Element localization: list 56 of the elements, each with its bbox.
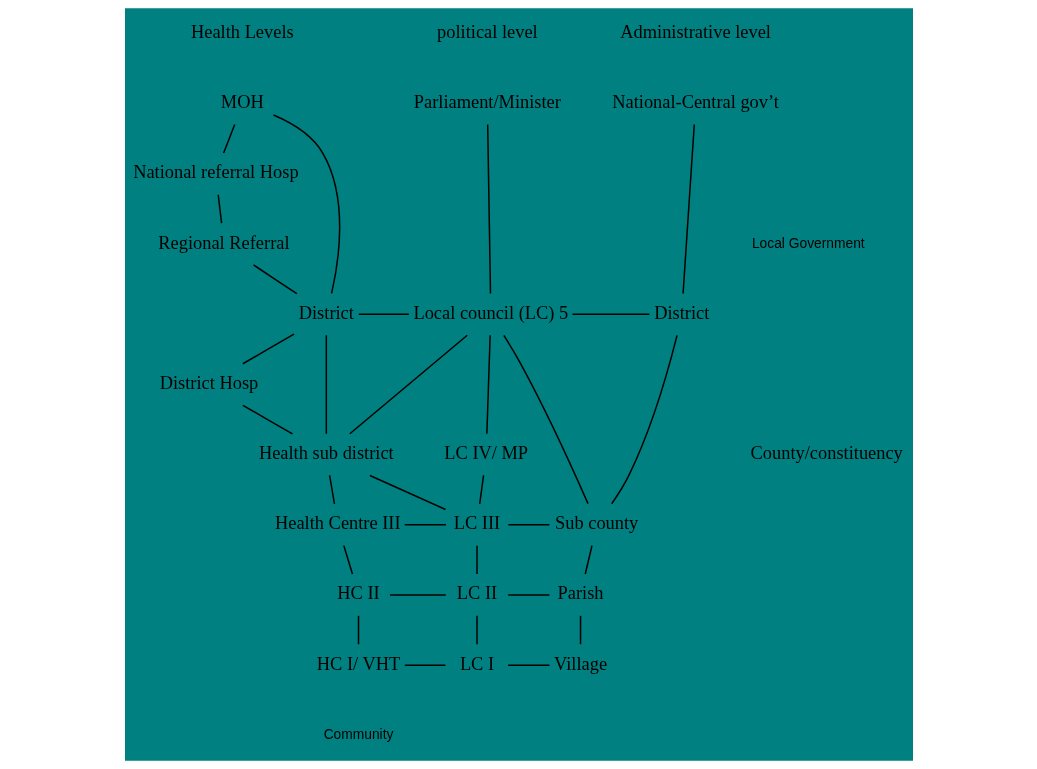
connector — [506, 594, 550, 596]
label: Community — [323, 726, 393, 742]
connector — [241, 404, 293, 435]
node-text: Regional Referral — [157, 232, 290, 253]
node-text: Local council (LC) 5 — [412, 302, 568, 323]
node-text: LC I — [459, 653, 494, 674]
label: Administrative level — [619, 22, 771, 43]
connector — [507, 524, 550, 526]
connector — [368, 474, 446, 511]
node-text: Village — [553, 653, 607, 674]
connector — [506, 664, 550, 666]
node-text: Health sub district — [258, 443, 394, 464]
node-text: Parliament/Minister — [413, 92, 561, 113]
connector — [222, 123, 235, 154]
connector — [252, 264, 297, 295]
connector — [610, 334, 678, 505]
connector — [348, 334, 468, 435]
node-text: Parish — [557, 583, 604, 604]
node-text: National referral Hosp — [132, 162, 299, 183]
node-text: LC III — [453, 513, 500, 534]
node-text: LC IV/ MP — [443, 443, 528, 464]
connector — [216, 194, 222, 224]
node-text: District — [298, 302, 354, 323]
label: County/constituency — [750, 443, 903, 464]
node-text: HC I/ VHT — [316, 653, 400, 674]
node-text: LC II — [456, 583, 497, 604]
connector — [403, 524, 447, 526]
connector — [357, 313, 410, 316]
connector — [325, 334, 327, 435]
connector — [485, 334, 491, 435]
connector — [342, 544, 353, 575]
connector — [502, 334, 589, 505]
label: Health Levels — [190, 22, 294, 43]
node-text: National-Central gov’t — [611, 92, 779, 113]
node-text: Sub county — [554, 513, 638, 534]
node-text: District — [653, 302, 709, 323]
connector — [241, 333, 295, 365]
node-text: District Hosp — [159, 372, 258, 393]
node-text: Health Centre III — [274, 513, 401, 534]
connector — [478, 474, 484, 505]
label: political level — [436, 22, 538, 43]
node-text: MOH — [220, 92, 264, 113]
connector — [388, 594, 446, 596]
connector — [681, 123, 695, 295]
connector — [328, 474, 335, 505]
connector — [475, 615, 478, 645]
label: Local Government — [751, 235, 865, 251]
connector — [584, 544, 593, 575]
node-text: HC II — [336, 583, 380, 604]
connector — [475, 544, 478, 575]
connector — [272, 114, 340, 295]
connector — [403, 664, 446, 666]
connector — [486, 123, 491, 295]
connector — [357, 615, 359, 645]
connector — [571, 313, 650, 316]
connector — [579, 615, 581, 645]
